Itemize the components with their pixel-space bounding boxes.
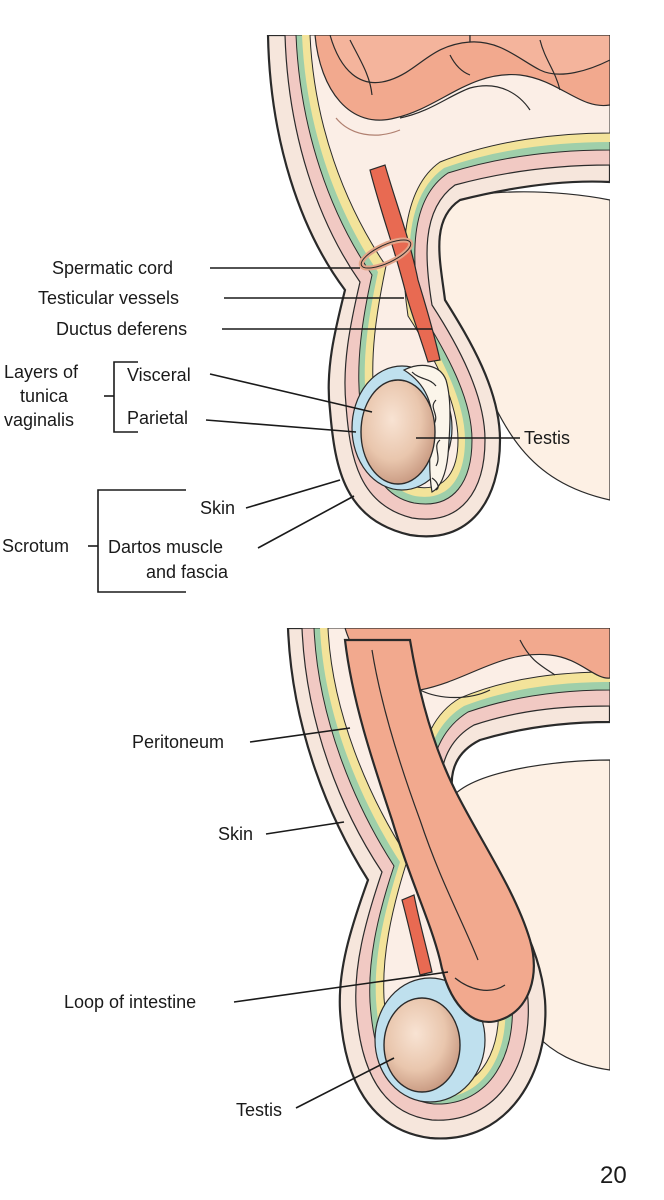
label-dartos-2: and fascia xyxy=(146,562,229,582)
label-testicular-vessels: Testicular vessels xyxy=(38,288,179,308)
bottom-labels: Peritoneum Skin Loop of intestine Testis xyxy=(64,727,449,1120)
top-labels: Spermatic cord Testicular vessels Ductus… xyxy=(2,258,570,593)
label-scrotum: Scrotum xyxy=(2,536,69,556)
label-testis-bottom: Testis xyxy=(236,1100,282,1120)
label-skin-bottom: Skin xyxy=(218,824,253,844)
page-number: 20 xyxy=(600,1162,627,1189)
label-spermatic-cord: Spermatic cord xyxy=(52,258,173,278)
intestines xyxy=(314,35,610,136)
label-loop-of-intestine: Loop of intestine xyxy=(64,992,196,1012)
testis-bottom xyxy=(383,997,461,1093)
label-ductus-deferens: Ductus deferens xyxy=(56,319,187,339)
tunica-bracket xyxy=(113,361,138,433)
label-vaginalis: vaginalis xyxy=(4,410,74,430)
scrotum-bracket xyxy=(97,489,186,593)
label-testis-top: Testis xyxy=(524,428,570,448)
label-visceral: Visceral xyxy=(127,365,191,385)
label-parietal: Parietal xyxy=(127,408,188,428)
label-dartos-1: Dartos muscle xyxy=(108,537,223,557)
bottom-diagram xyxy=(286,628,610,1140)
top-diagram xyxy=(266,35,610,538)
testis xyxy=(360,379,436,485)
label-tunica: tunica xyxy=(20,386,69,406)
testicular-vessels-bottom xyxy=(401,894,433,976)
testicular-vessels xyxy=(369,164,441,363)
label-skin-top: Skin xyxy=(200,498,235,518)
label-peritoneum: Peritoneum xyxy=(132,732,224,752)
label-layers-of: Layers of xyxy=(4,362,79,382)
